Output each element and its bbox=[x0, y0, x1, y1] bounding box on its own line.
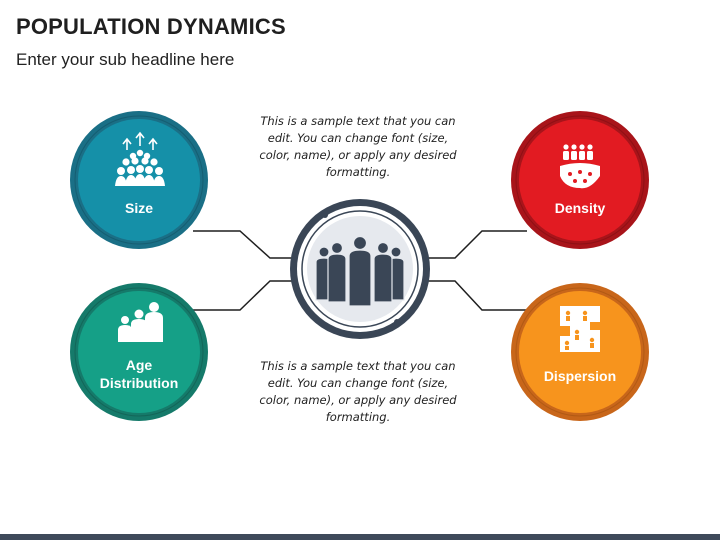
scattered-people-icon bbox=[560, 306, 600, 352]
node-age-label-line2: Distribution bbox=[100, 375, 179, 391]
node-dispersion-label: Dispersion bbox=[544, 368, 616, 384]
connector-density bbox=[428, 230, 527, 259]
node-dispersion: Dispersion bbox=[511, 283, 649, 421]
node-age-label-line1: Age bbox=[126, 357, 153, 373]
family-icon bbox=[118, 302, 163, 342]
connector-age bbox=[193, 280, 292, 311]
connector-size bbox=[193, 230, 292, 259]
group-people-icon bbox=[315, 235, 405, 307]
page-title: POPULATION DYNAMICS bbox=[16, 14, 286, 39]
sample-text-top: This is a sample text that you can edit.… bbox=[259, 114, 457, 179]
node-age-distribution: Age Distribution bbox=[70, 283, 208, 421]
sample-text-bottom: This is a sample text that you can edit.… bbox=[259, 359, 457, 424]
node-size: Size bbox=[70, 111, 208, 249]
node-center bbox=[290, 199, 430, 339]
page-subtitle: Enter your sub headline here bbox=[16, 50, 235, 69]
node-density-label: Density bbox=[555, 200, 606, 216]
node-size-label: Size bbox=[125, 200, 153, 216]
footer-bar bbox=[0, 534, 720, 540]
connectors bbox=[193, 230, 527, 311]
dense-crowd-icon bbox=[560, 144, 600, 189]
crowd-growth-icon bbox=[115, 131, 165, 186]
connector-dispersion bbox=[428, 280, 527, 311]
node-density: Density bbox=[511, 111, 649, 249]
